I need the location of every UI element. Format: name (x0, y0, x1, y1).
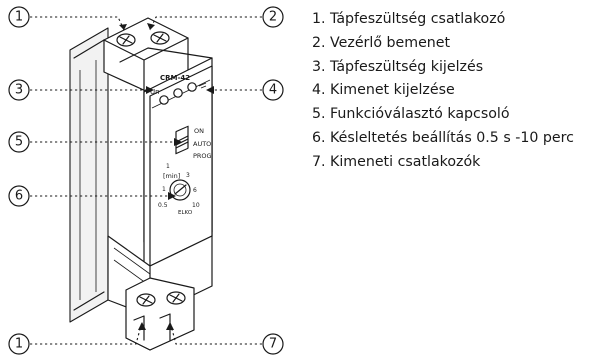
dial-tick-3: 3 (186, 172, 190, 179)
svg-text:7: 7 (269, 337, 277, 352)
led-un-label: Un (150, 88, 160, 96)
callout-6: 6 (8, 185, 30, 207)
led-output (187, 82, 207, 92)
callout-3: 3 (8, 79, 30, 101)
dial-tick-6: 6 (193, 187, 197, 194)
legend-item-4: 4. Kimenet kijelzése (312, 82, 455, 99)
led-middle (173, 88, 183, 98)
legend-item-5: 5. Funkcióválasztó kapcsoló (312, 106, 510, 123)
switch-prog-label: PROG (193, 152, 212, 160)
callout-1-bottom: 1 (8, 333, 30, 355)
callout-5: 5 (8, 131, 30, 153)
dial-tick-1-top: 1 (166, 163, 170, 170)
led-un (159, 95, 169, 105)
svg-text:3: 3 (15, 83, 23, 98)
dial-unit-label: [min] (163, 172, 180, 180)
dial-tick-05: 0.5 (158, 202, 168, 209)
switch-on-label: ON (194, 127, 204, 135)
legend-item-2: 2. Vezérlő bemenet (312, 34, 451, 51)
bottom-screw-right (166, 291, 186, 305)
svg-text:1: 1 (15, 337, 23, 352)
legend-item-3: 3. Tápfeszültség kijelzés (312, 58, 484, 75)
bottom-screw-left (136, 293, 156, 307)
brand-label: ELKO (178, 210, 193, 216)
switch-auto-label: AUTO (193, 140, 211, 148)
dial-tick-10: 10 (192, 202, 200, 209)
svg-text:6: 6 (15, 189, 23, 204)
delay-dial (169, 179, 191, 201)
legend-item-7: 7. Kimeneti csatlakozók (312, 153, 481, 170)
callout-4: 4 (262, 79, 284, 101)
legend-item-6: 6. Késleltetés beállítás 0.5 s -10 perc (312, 129, 574, 146)
svg-text:1: 1 (15, 10, 23, 25)
dial-tick-1: 1 (162, 186, 166, 193)
relay-module: CRM-42 Un ON AUTO PROG [min] 1 1 3 6 0.5… (69, 17, 213, 351)
top-screw-left (116, 33, 136, 47)
callout-7: 7 (262, 333, 284, 355)
callout-1-top: 1 (8, 6, 30, 28)
top-screw-right (150, 31, 170, 45)
device-model-label: CRM-42 (160, 74, 190, 82)
callout-arrowheads (119, 23, 214, 330)
svg-text:2: 2 (269, 10, 277, 25)
legend-item-1: 1. Tápfeszültség csatlakozó (312, 11, 506, 27)
svg-text:5: 5 (15, 135, 23, 150)
callout-2: 2 (262, 6, 284, 28)
legend-list: 1. Tápfeszültség csatlakozó 2. Vezérlő b… (312, 8, 574, 175)
svg-text:4: 4 (269, 83, 277, 98)
